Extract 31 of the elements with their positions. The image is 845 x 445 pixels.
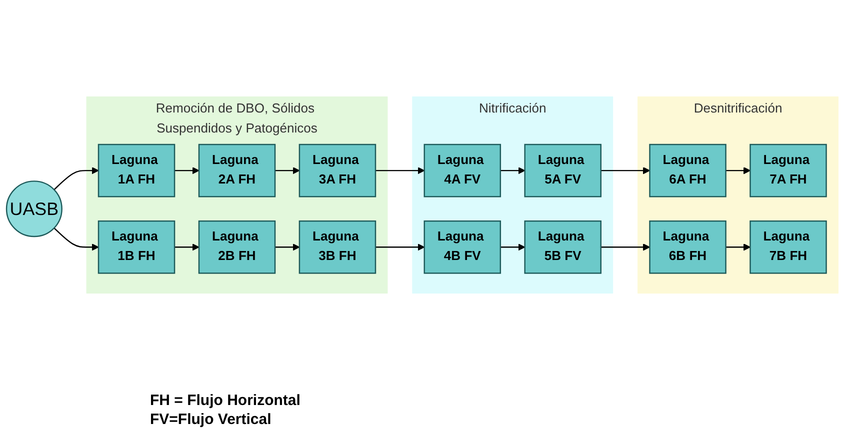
arrow xyxy=(54,228,99,251)
arrow xyxy=(54,166,99,190)
node-box: Laguna 3A FH xyxy=(298,144,376,198)
node-box: Laguna 7B FH xyxy=(750,220,827,274)
node-box: Laguna 4A FV xyxy=(424,144,501,198)
arrow xyxy=(726,244,751,251)
node-box: Laguna 6B FH xyxy=(649,220,726,274)
arrow xyxy=(275,244,300,251)
node-box: Laguna 3B FH xyxy=(298,220,376,274)
arrow xyxy=(500,166,526,174)
node-box: Laguna 1A FH xyxy=(98,144,176,198)
node-circle: UASB xyxy=(6,180,62,238)
node-box: Laguna 1B FH xyxy=(98,220,176,274)
arrow xyxy=(376,244,425,251)
node-box: Laguna 7A FH xyxy=(750,144,827,198)
arrow xyxy=(600,244,650,251)
node-box: Laguna 2A FH xyxy=(198,144,276,198)
node-box: Laguna 5A FV xyxy=(524,144,602,198)
arrow xyxy=(174,166,200,174)
arrow xyxy=(376,166,425,174)
legend-note: FH = Flujo Horizontal xyxy=(150,392,300,409)
arrow xyxy=(600,166,650,174)
arrow xyxy=(726,166,751,174)
node-box: Laguna 6A FH xyxy=(649,144,726,198)
arrow xyxy=(174,244,200,251)
arrow xyxy=(500,244,526,251)
node-box: Laguna 2B FH xyxy=(198,220,276,274)
node-box: Laguna 4B FV xyxy=(424,220,501,274)
node-box: Laguna 5B FV xyxy=(524,220,602,274)
arrow xyxy=(275,166,300,174)
legend-note: FV=Flujo Vertical xyxy=(150,411,272,428)
